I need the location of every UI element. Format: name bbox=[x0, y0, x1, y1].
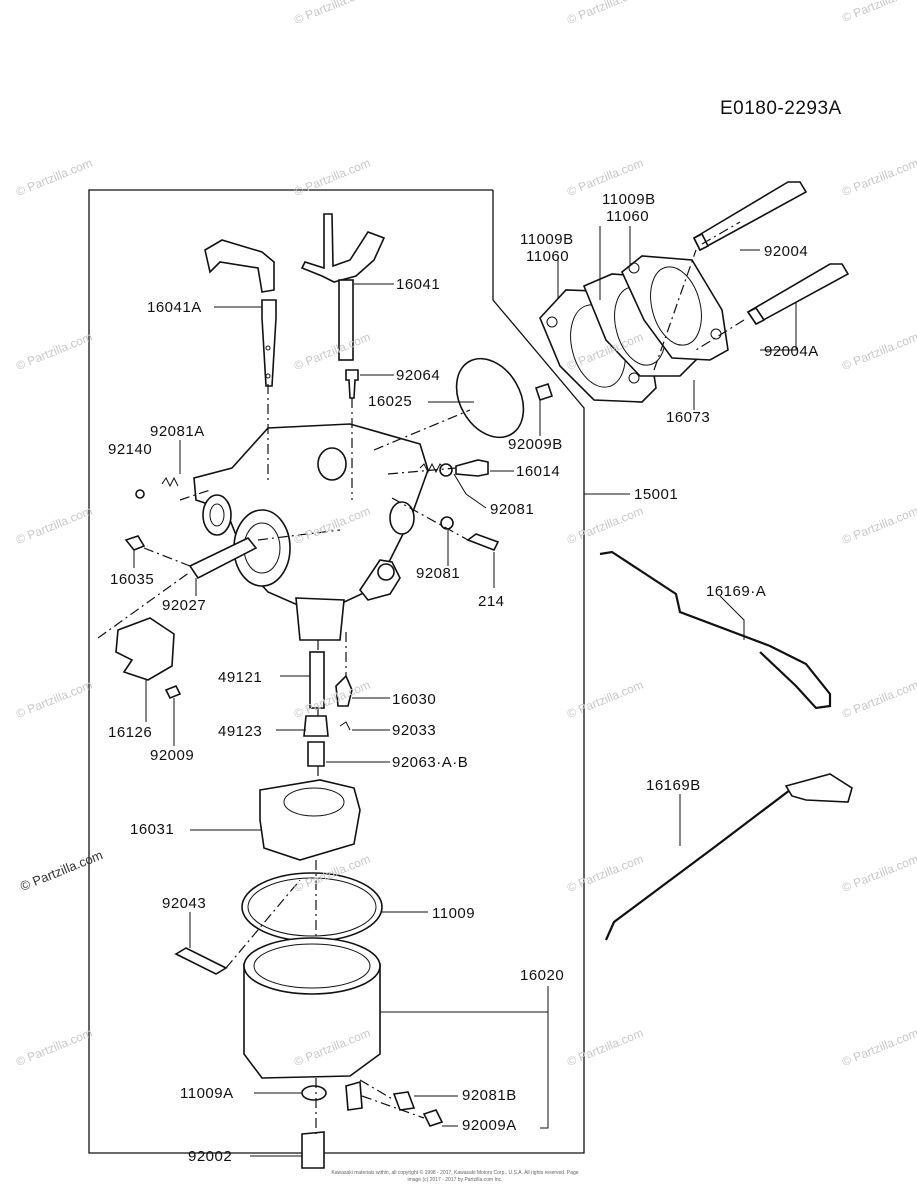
part-label[interactable]: 92004A bbox=[764, 343, 819, 360]
part-label[interactable]: 92002 bbox=[188, 1148, 233, 1165]
part-label[interactable]: 16169B bbox=[646, 777, 701, 794]
part-label[interactable]: 16126 bbox=[108, 724, 153, 741]
part-label[interactable]: 92027 bbox=[162, 597, 207, 614]
assembly-label-15001[interactable]: 15001 bbox=[634, 486, 679, 503]
part-label[interactable]: 16014 bbox=[516, 463, 561, 480]
part-label[interactable]: 16041A bbox=[147, 299, 202, 316]
stud-92004 bbox=[692, 181, 808, 252]
rod-16169B bbox=[604, 773, 853, 941]
part-label[interactable]: 16035 bbox=[110, 571, 155, 588]
carburetor-body-15001 bbox=[193, 423, 429, 641]
part-label[interactable]: 92004 bbox=[764, 243, 809, 260]
part-label[interactable]: 11009B bbox=[602, 191, 656, 208]
part-label[interactable]: 16020 bbox=[520, 967, 565, 984]
part-label[interactable]: 92063·A·B bbox=[392, 754, 469, 771]
part-label[interactable]: 11060 bbox=[526, 248, 570, 265]
choke-lever-16041A bbox=[204, 239, 277, 387]
part-label[interactable]: 49121 bbox=[218, 669, 263, 686]
part-label[interactable]: 16073 bbox=[666, 409, 711, 426]
part-label[interactable]: 92140 bbox=[108, 441, 153, 458]
part-label[interactable]: 92081 bbox=[416, 565, 461, 582]
part-label[interactable]: 16030 bbox=[392, 691, 437, 708]
part-label[interactable]: 92081A bbox=[150, 423, 205, 440]
part-label[interactable]: 92033 bbox=[392, 722, 437, 739]
diagram-reference-code: E0180-2293A bbox=[720, 98, 842, 119]
part-label[interactable]: 11060 bbox=[606, 208, 650, 225]
assembly-frame bbox=[88, 189, 585, 1154]
part-label[interactable]: 16031 bbox=[130, 821, 175, 838]
part-label[interactable]: 16169·A bbox=[706, 583, 767, 600]
float-16031 bbox=[259, 779, 361, 861]
part-label[interactable]: 92043 bbox=[162, 895, 207, 912]
float-bowl-16020 bbox=[243, 937, 381, 1111]
part-label[interactable]: 16025 bbox=[368, 393, 413, 410]
leader-lines bbox=[133, 226, 797, 1157]
part-label[interactable]: 49123 bbox=[218, 723, 263, 740]
part-label[interactable]: 16041 bbox=[396, 276, 441, 293]
copyright-notice: Kawasaki materials within, all copyright… bbox=[331, 1170, 579, 1183]
part-label[interactable]: 92081B bbox=[462, 1087, 517, 1104]
part-label[interactable]: 214 bbox=[478, 593, 505, 610]
part-label[interactable]: 92009A bbox=[462, 1117, 517, 1134]
stud-92004A bbox=[746, 263, 850, 326]
part-label[interactable]: 92064 bbox=[396, 367, 441, 384]
part-label[interactable]: 92009 bbox=[150, 747, 195, 764]
throttle-shaft-16041 bbox=[300, 213, 386, 361]
part-label[interactable]: 92009B bbox=[508, 436, 563, 453]
gasket-11060-rear bbox=[621, 255, 729, 361]
part-label[interactable]: 92081 bbox=[490, 501, 535, 518]
part-label[interactable]: 11009B bbox=[520, 231, 574, 248]
part-label[interactable]: 11009 bbox=[432, 905, 476, 922]
part-label[interactable]: 11009A bbox=[180, 1085, 234, 1102]
